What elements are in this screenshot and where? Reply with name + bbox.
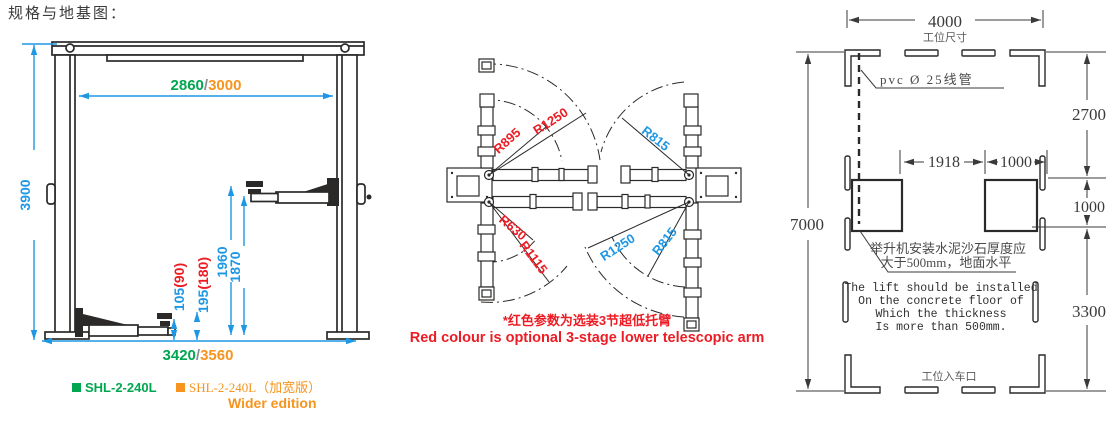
radius-label-r630: R630 [496,212,529,243]
right-rear-arm [596,195,687,209]
right-post [336,54,358,338]
dim-bay-width: 4000 [928,12,962,31]
dim-overall-height: 3900 [17,179,33,210]
pvc-label: pvc Ø 25线管 [880,72,974,87]
legend-model-wide: SHL-2-240L（加宽版） [189,380,321,395]
legend-swatch-green [72,383,81,392]
concrete-note-cn-2: 大于500mm，地面水平 [881,255,1012,270]
radius-label-r1250-tl: R1250 [530,105,570,138]
corner-bottom-left [844,354,881,394]
model-legend: SHL-2-240L SHL-2-240L（加宽版） Wider edition [72,380,321,411]
entrance-label: 工位入车口 [922,369,977,383]
telescopic-note-en: Red colour is optional 3-stage lower tel… [410,330,765,346]
dim-pad-max-height: 195(180) [195,257,211,313]
dim-arm-max-height: 1960 [214,246,230,277]
left-front-arm [492,168,590,182]
corner-top-right [1009,49,1046,87]
left-latch [46,183,56,205]
dim-inner-width: 2860/3000 [171,77,242,94]
concrete-note-en-1: The lift should be installed [844,282,1037,295]
left-carriage [75,308,83,337]
radius-label-r815-tr: R815 [639,123,673,154]
dim-base-width: 3420/3560 [163,347,234,364]
left-post [54,54,76,338]
telescopic-note-cn: *红色参数为选装3节超低托臂 [503,313,671,328]
legend-swatch-orange [176,383,185,392]
radius-label-r1250-br: R1250 [597,231,637,264]
front-view: 3900 2860/3000 1960 1870 105(90) 195(180… [17,41,372,411]
radius-label-r815-br: R815 [649,224,680,258]
left-column-rear [480,202,494,288]
bay-width-label: 工位尺寸 [923,30,967,44]
front-dimensions: 3900 2860/3000 1960 1870 105(90) 195(180… [17,43,356,364]
right-column-front [685,106,699,169]
raised-arm-inner [250,192,279,203]
concrete-note-en-3: Which the thickness [875,308,1006,321]
concrete-note-en-2: On the concrete floor of [858,295,1024,308]
left-foundation-pad [850,178,904,233]
lowered-arm-outer [88,324,139,337]
top-structure [446,58,742,332]
dim-rear-offset: 3300 [1072,302,1106,321]
foundation-plan: pvc Ø 25线管 4000 工位尺寸 7000 2700 1000 3300 [790,10,1106,394]
top-view: R895 R1250 R630 R1115 R815 R1250 R815 *红… [410,58,765,346]
dim-pad-gap: 1918 [928,154,960,171]
corner-top-left [844,49,881,87]
crossbar [51,41,365,56]
raised-arm-outer [275,191,330,204]
swing-arcs [480,63,686,318]
pvc-leader [860,69,1004,89]
crossbar-bolt-left [65,43,75,53]
dim-pad-height: 1000 [1073,199,1105,216]
right-latch [356,183,366,205]
crossbar-strip [106,54,304,62]
raised-arm-pad [246,181,263,187]
dim-arm-std-height: 1870 [227,251,243,282]
page-title: 规格与地基图： [8,5,127,22]
dim-front-offset: 2700 [1072,105,1106,124]
lowered-arm-pad [157,313,172,319]
lift-structure [44,41,372,340]
left-column-front [480,106,494,169]
concrete-note-cn-1: 举升机安装水泥沙石厚度应 [870,241,1026,256]
lowered-arm-inner [137,326,169,336]
dim-depth: 7000 [790,215,824,234]
radius-lines [488,112,690,283]
legend-model-wide-en: Wider edition [228,395,317,411]
latch-knob [366,194,372,200]
bay-outline [842,49,1046,394]
right-base-plate [326,331,370,340]
radius-label-r1115: R1115 [517,238,551,276]
dim-pad-min-height: 105(90) [171,263,187,311]
corner-bottom-right [1009,354,1046,394]
dim-pad-width: 1000 [1000,154,1032,171]
concrete-note-en-4: Is more than 500mm. [875,321,1006,334]
crossbar-bolt-right [340,43,350,53]
concrete-note-leader [859,230,1016,273]
legend-model-standard: SHL-2-240L [85,380,157,395]
right-foundation-pad [983,178,1039,233]
